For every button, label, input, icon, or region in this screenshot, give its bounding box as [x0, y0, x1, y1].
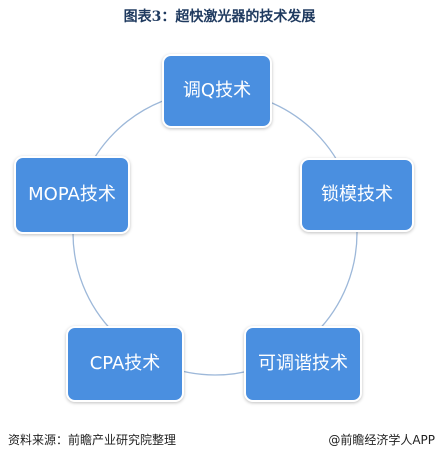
node-mopa: MOPA技术	[14, 156, 130, 234]
chart-title: 图表3：超快激光器的技术发展	[123, 9, 316, 25]
node-label: CPA技术	[89, 353, 161, 374]
footer: 资料来源：前瞻产业研究院整理 @前瞻经济学人APP	[0, 425, 439, 457]
node-tunable: 可调谐技术	[244, 326, 362, 402]
brand-credit: @前瞻经济学人APP	[328, 433, 435, 447]
node-mode-lock: 锁模技术	[300, 158, 414, 232]
node-label: MOPA技术	[28, 184, 116, 205]
node-label: 调Q技术	[182, 80, 252, 101]
node-q-switch: 调Q技术	[162, 54, 272, 128]
node-label: 锁模技术	[321, 184, 393, 205]
node-label: 可调谐技术	[258, 353, 348, 374]
source-note: 资料来源：前瞻产业研究院整理	[8, 433, 177, 447]
node-cpa: CPA技术	[66, 326, 184, 402]
